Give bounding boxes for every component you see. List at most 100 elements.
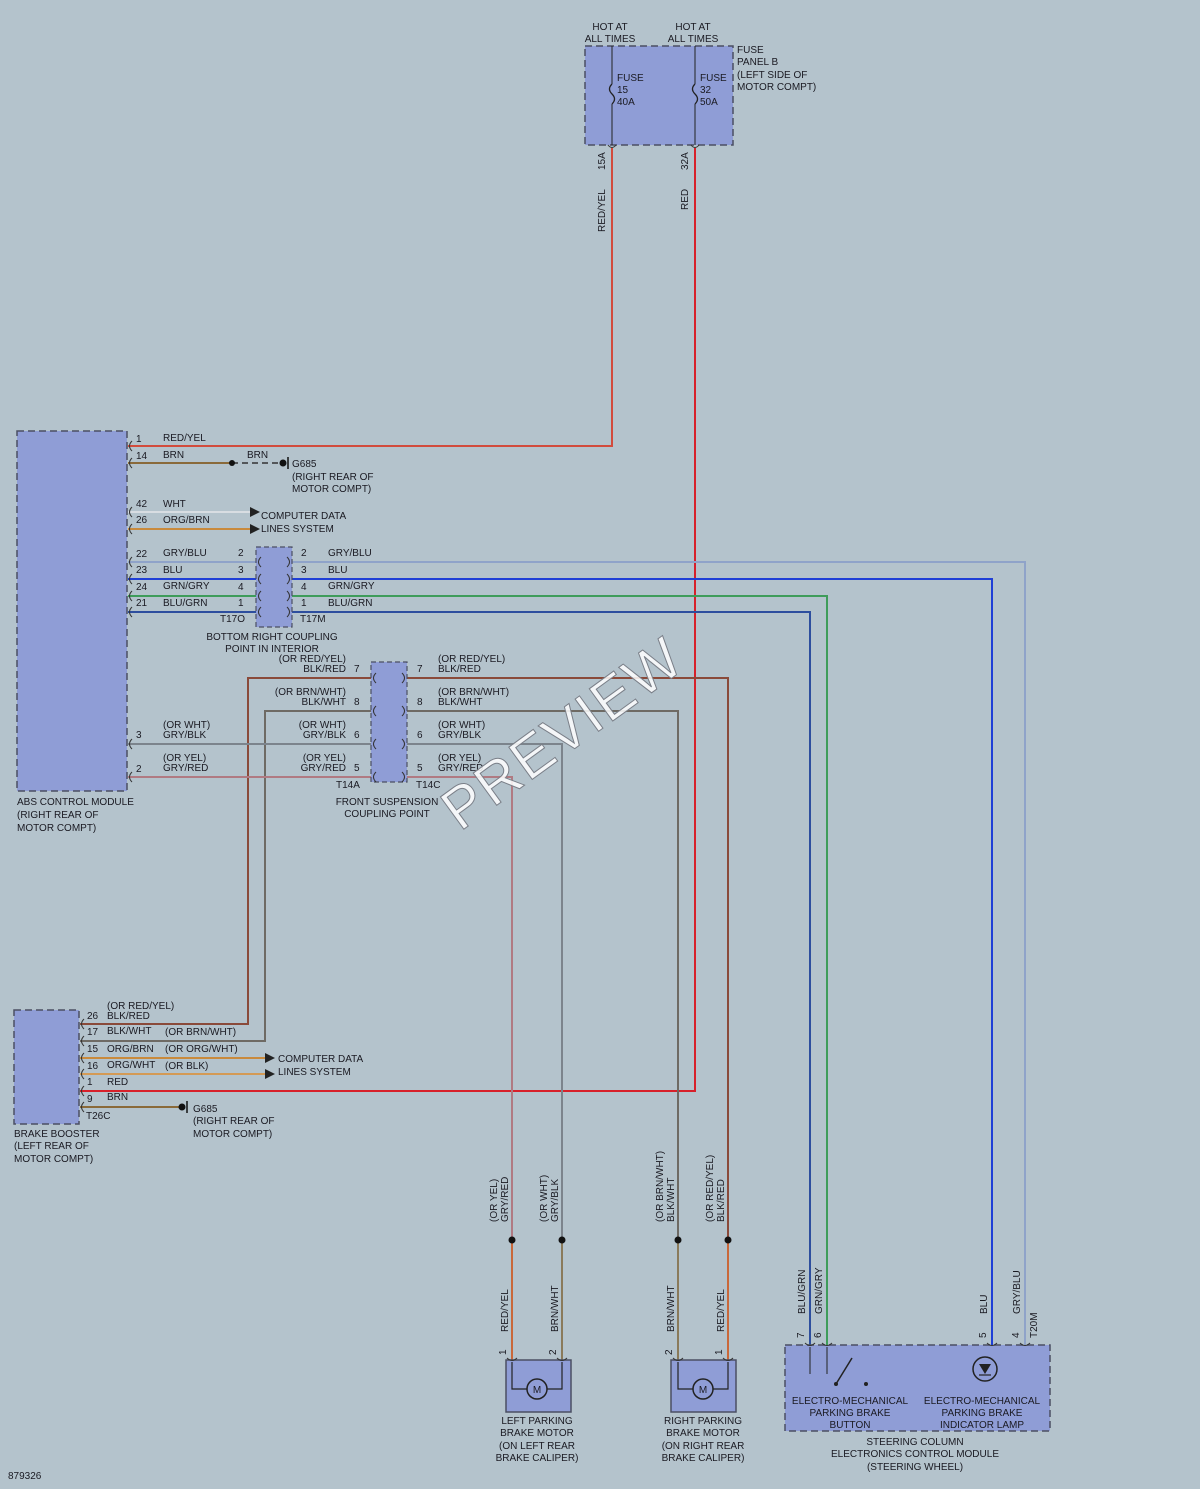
pin-label: 9: [87, 1094, 93, 1105]
pin-label: 22: [136, 549, 148, 560]
wire-color-label: RED: [107, 1077, 128, 1088]
wire-color-label: BLK/RED: [107, 1011, 150, 1022]
pin-label: 7: [796, 1332, 807, 1338]
steering-column-module: 7 6 5 4 T20M ELECTRO-MECHANICAL PARKING …: [784, 1312, 1051, 1473]
wire-color-label: (OR YEL): [489, 1179, 500, 1222]
pin-label: 5: [354, 763, 360, 774]
pin-label: 3: [301, 565, 307, 576]
fuse-panel-box: [584, 45, 734, 146]
wire-color-label: GRN/GRY: [814, 1267, 825, 1314]
motor-wiring: [511, 1362, 563, 1390]
wire-color-label: BLK/WHT: [666, 1178, 677, 1222]
wire-color-label: BLK/WHT: [107, 1026, 151, 1037]
splice-dot: [724, 1236, 732, 1244]
pin-label: 24: [136, 582, 148, 593]
computer-data-label: COMPUTER DATA: [278, 1054, 364, 1065]
pin-label: 1: [87, 1077, 93, 1088]
coupling-name: COUPLING POINT: [344, 809, 430, 820]
pin-label: 4: [301, 582, 307, 593]
fuse-panel-name: PANEL B: [737, 57, 778, 68]
ground-label: (RIGHT REAR OF: [193, 1116, 274, 1127]
wire-red-yel-fuse15: [128, 148, 613, 447]
button-label: PARKING BRAKE: [810, 1408, 891, 1419]
wire-color-label: RED: [680, 189, 691, 210]
pin-label: 42: [136, 499, 148, 510]
wire-gry-blk-abs3: [128, 743, 563, 1240]
splice-dot: [558, 1236, 566, 1244]
connector-label: T14A: [336, 780, 360, 791]
fuse-panel-name: FUSE: [737, 45, 764, 56]
pin-label: 21: [136, 598, 148, 609]
pin-icon: [690, 144, 700, 148]
connector-label: T14C: [416, 780, 440, 791]
coupling-box: [255, 546, 293, 628]
wire-color-label: BLU/GRN: [328, 598, 372, 609]
hot-at-all-times-label: HOT AT: [675, 22, 710, 33]
splice-dot: [229, 460, 235, 466]
steering-module-name: ELECTRONICS CONTROL MODULE: [831, 1449, 999, 1460]
abs-module-box: [16, 430, 128, 792]
wire-color-label: GRY/RED: [301, 763, 346, 774]
wire-color-label: (OR BRN/WHT): [275, 687, 346, 698]
arrow-icon: [265, 1069, 275, 1079]
button-label: BUTTON: [830, 1420, 871, 1431]
fuse-15-label: 15: [617, 85, 629, 96]
lamp-label: ELECTRO-MECHANICAL: [924, 1396, 1041, 1407]
pin-label: 2: [664, 1349, 675, 1355]
brake-booster-name: MOTOR COMPT): [14, 1154, 93, 1165]
pin-label: 6: [417, 730, 423, 741]
button-label: ELECTRO-MECHANICAL: [792, 1396, 909, 1407]
arrows: [250, 507, 275, 1079]
pin-label: 16: [87, 1061, 99, 1072]
wire-color-label: ORG/BRN: [107, 1044, 154, 1055]
pin-label: 5: [978, 1332, 989, 1338]
pin-label: 2: [301, 548, 307, 559]
connector-label: T17M: [300, 614, 326, 625]
coupling-name: POINT IN INTERIOR: [225, 644, 319, 655]
fuse-32-label: 32: [700, 85, 712, 96]
wire-blu-23: [128, 578, 993, 1345]
pin-label: 6: [354, 730, 360, 741]
lamp-label: PARKING BRAKE: [942, 1408, 1023, 1419]
motor-name: BRAKE MOTOR: [500, 1428, 574, 1439]
wire-color-label: BLU: [328, 565, 347, 576]
wire-color-label: (OR BRN/WHT): [655, 1151, 666, 1222]
wires: [80, 148, 1026, 1360]
fuse-15-label: FUSE: [617, 73, 644, 84]
connector-label: T20M: [1029, 1312, 1040, 1338]
computer-data-label: LINES SYSTEM: [278, 1067, 351, 1078]
brake-booster-name: (LEFT REAR OF: [14, 1141, 89, 1152]
connector-label: T26C: [86, 1111, 110, 1122]
wire-color-label: BLU/GRN: [797, 1270, 808, 1314]
pin-label: 7: [417, 664, 423, 675]
pin-label: 6: [813, 1332, 824, 1338]
splice-dot: [508, 1236, 516, 1244]
motor-symbol: M: [699, 1385, 707, 1396]
diagram-code: 879326: [8, 1471, 42, 1482]
arrow-icon: [250, 524, 260, 534]
wire-color-label: BRN/WHT: [550, 1285, 561, 1332]
coupling-box: [370, 661, 408, 783]
vertical-wire-labels: (OR YEL) GRY/RED (OR WHT) GRY/BLK (OR BR…: [489, 1151, 1023, 1332]
connector-label: T17O: [220, 614, 245, 625]
fuse-panel-name: MOTOR COMPT): [737, 82, 816, 93]
pin-label: 2: [238, 548, 244, 559]
ground-label: MOTOR COMPT): [193, 1129, 272, 1140]
wire-color-label: RED/YEL: [597, 189, 608, 232]
pin-label: 15A: [597, 152, 608, 170]
wire-color-label: GRY/BLU: [328, 548, 372, 559]
pin-label: 5: [417, 763, 423, 774]
hot-at-all-times-label: ALL TIMES: [585, 34, 636, 45]
computer-data-label: LINES SYSTEM: [261, 524, 334, 535]
brake-booster: (OR RED/YEL) 26 BLK/RED 17 BLK/WHT (OR B…: [13, 1001, 364, 1165]
wire-grn-gry-24: [128, 595, 828, 1345]
pin-label: 7: [354, 664, 360, 675]
pin-label: 1: [301, 598, 307, 609]
wire-color-label: BLK/WHT: [438, 697, 482, 708]
wire-color-label: GRY/BLU: [163, 548, 207, 559]
pin-label: 4: [1011, 1332, 1022, 1338]
motor-name: RIGHT PARKING: [664, 1416, 742, 1427]
wire-color-label: (OR WHT): [299, 720, 346, 731]
wire-color-label: BLK/WHT: [302, 697, 346, 708]
wire-color-label: BRN: [107, 1092, 128, 1103]
